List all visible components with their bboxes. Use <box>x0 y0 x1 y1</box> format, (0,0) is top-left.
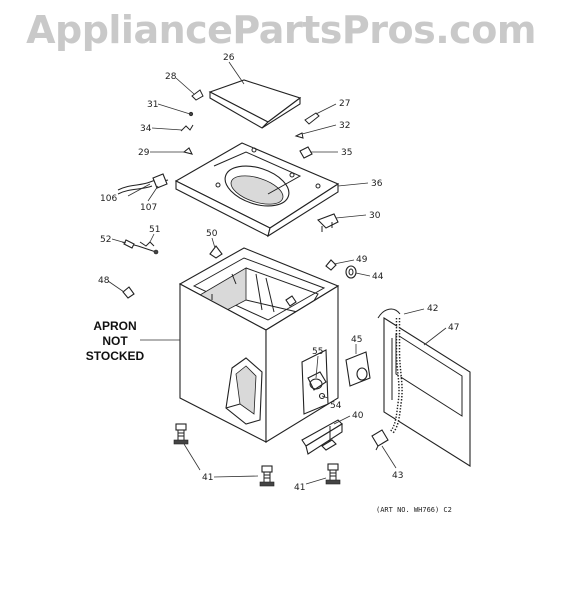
callout-labels: 26 28 31 34 29 27 32 35 36 106 107 30 52… <box>98 53 459 493</box>
leader-lines <box>107 61 447 485</box>
part-50-glide[interactable] <box>209 245 223 259</box>
callout-54: 54 <box>330 401 342 411</box>
part-41-leveling-leg-center[interactable] <box>259 465 275 487</box>
part-35-lid-switch-bracket[interactable] <box>299 146 313 159</box>
callout-47: 47 <box>448 323 459 333</box>
callout-29: 29 <box>138 148 150 158</box>
part-44-grommet[interactable] <box>345 265 357 279</box>
part-52-rod[interactable] <box>121 239 157 253</box>
callout-35: 35 <box>341 148 352 158</box>
callout-44: 44 <box>372 272 384 282</box>
watermark-logo: AppliancePartsPros.com <box>26 8 536 52</box>
callout-31: 31 <box>147 100 158 110</box>
callout-34: 34 <box>140 124 152 134</box>
part-107-connector[interactable] <box>152 173 168 189</box>
note-line-3: STOCKED <box>86 349 145 363</box>
callout-26: 26 <box>223 53 235 63</box>
callout-42: 42 <box>427 304 438 314</box>
callout-52: 52 <box>100 235 111 245</box>
callout-55: 55 <box>312 347 323 357</box>
callout-48: 48 <box>98 276 110 286</box>
callout-49: 49 <box>356 255 368 265</box>
callout-51: 51 <box>149 225 160 235</box>
part-42-drain-hose[interactable] <box>377 308 403 434</box>
cabinet-apron[interactable] <box>178 247 340 443</box>
part-49-clip[interactable] <box>325 259 337 271</box>
callout-50: 50 <box>206 229 218 239</box>
callout-107: 107 <box>140 203 157 213</box>
part-48-clip[interactable] <box>122 286 135 299</box>
part-32-clip[interactable] <box>294 132 304 139</box>
callout-27: 27 <box>339 99 350 109</box>
part-36-top-cover[interactable] <box>174 142 340 238</box>
art-number: (ART NO. WH766) C2 <box>376 506 452 514</box>
part-47-rear-panel[interactable] <box>383 317 471 467</box>
part-26-lid[interactable] <box>208 79 302 129</box>
callout-41-left: 41 <box>202 473 213 483</box>
callout-40: 40 <box>352 411 364 421</box>
part-41-leveling-leg-right[interactable] <box>325 463 341 485</box>
note-line-2: NOT <box>102 334 128 348</box>
part-30-bracket[interactable] <box>317 213 339 232</box>
part-28-hinge[interactable] <box>191 89 204 101</box>
callout-36: 36 <box>371 179 383 189</box>
callout-32: 32 <box>339 121 350 131</box>
part-45-bracket[interactable] <box>345 351 371 387</box>
part-41-leveling-leg-left[interactable] <box>173 423 189 445</box>
callout-106: 106 <box>100 194 117 204</box>
part-51-spring[interactable] <box>139 241 159 255</box>
callout-28: 28 <box>165 72 177 82</box>
part-40-base-rail[interactable] <box>301 419 343 455</box>
callout-41-right: 41 <box>294 483 305 493</box>
part-29-bumper[interactable] <box>182 147 194 155</box>
part-43-hose-clamp[interactable] <box>371 429 389 451</box>
apron-not-stocked-note: APRON NOT STOCKED <box>86 319 145 363</box>
part-27-switch[interactable] <box>304 112 320 125</box>
callout-30: 30 <box>369 211 381 221</box>
callout-43: 43 <box>392 471 403 481</box>
callout-45: 45 <box>351 335 362 345</box>
part-34-spring[interactable] <box>180 124 194 132</box>
note-line-1: APRON <box>93 319 136 333</box>
